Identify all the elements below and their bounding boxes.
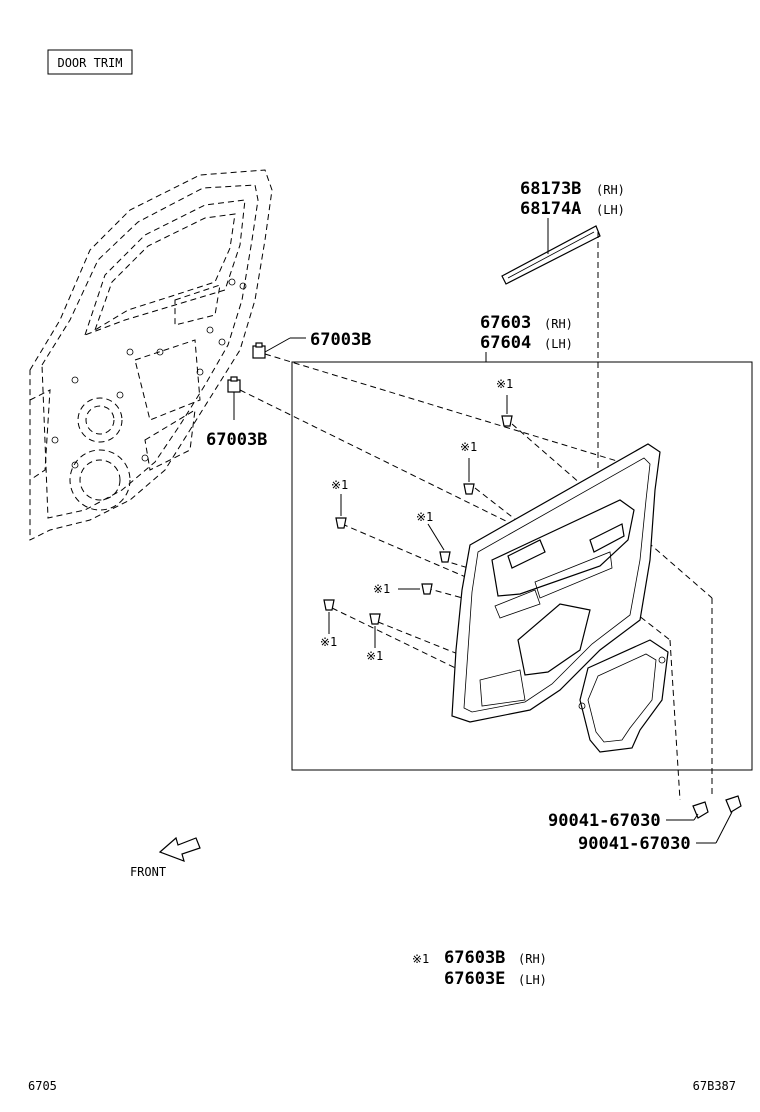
clip-7: ※1 xyxy=(366,613,383,663)
label-67003b-b: 67003B xyxy=(206,430,267,450)
label-67603b: 67603B xyxy=(444,948,505,968)
clip-67003b-lower xyxy=(227,376,241,420)
door-body-outline xyxy=(29,169,273,541)
label-68174a: 68174A xyxy=(520,199,581,219)
screw-b xyxy=(696,795,742,844)
clip-5: ※1 xyxy=(373,582,433,596)
label-67603: 67603 xyxy=(480,313,531,333)
clip-4-mark: ※1 xyxy=(416,510,433,524)
label-90041-a: 90041-67030 xyxy=(548,811,661,831)
label-68174a-side: (LH) xyxy=(596,203,625,217)
title-box-text: DOOR TRIM xyxy=(57,56,122,70)
front-label: FRONT xyxy=(130,865,166,879)
clip-7-mark: ※1 xyxy=(366,649,383,663)
label-67604-side: (LH) xyxy=(544,337,573,351)
note-mark: ※1 xyxy=(412,952,429,966)
clip-3-mark: ※1 xyxy=(331,478,348,492)
clip-2: ※1 xyxy=(460,440,477,495)
assembly-box xyxy=(291,361,753,771)
clip-2-mark: ※1 xyxy=(460,440,477,454)
clip-3: ※1 xyxy=(331,478,348,529)
front-arrow-icon xyxy=(158,836,201,862)
label-67603-side: (RH) xyxy=(544,317,573,331)
label-90041-b: 90041-67030 xyxy=(578,834,691,854)
trim-bracket xyxy=(578,639,669,753)
label-67603e-side: (LH) xyxy=(518,973,547,987)
clip-5-mark: ※1 xyxy=(373,582,390,596)
clip-marks: ※1 ※1 ※1 ※1 ※1 ※1 ※1 xyxy=(320,377,513,663)
clip-4: ※1 xyxy=(416,510,451,563)
clip-1: ※1 xyxy=(496,377,513,427)
title-box: DOOR TRIM xyxy=(47,49,133,75)
label-67003b-a: 67003B xyxy=(310,330,371,350)
footer-right: 67B387 xyxy=(693,1079,736,1093)
label-67603e: 67603E xyxy=(444,969,505,989)
footer-left: 6705 xyxy=(28,1079,57,1093)
door-body-holes xyxy=(51,278,247,469)
weatherstrip-part xyxy=(501,218,601,285)
label-67603b-side: (RH) xyxy=(518,952,547,966)
clip-6-mark: ※1 xyxy=(320,635,337,649)
clip-6: ※1 xyxy=(320,599,337,649)
clip-1-mark: ※1 xyxy=(496,377,513,391)
label-67604: 67604 xyxy=(480,333,531,353)
label-68173b-side: (RH) xyxy=(596,183,625,197)
clip-67003b-upper xyxy=(252,337,291,359)
door-trim-panel xyxy=(451,443,661,723)
screw-a xyxy=(666,801,709,821)
label-68173b: 68173B xyxy=(520,179,581,199)
